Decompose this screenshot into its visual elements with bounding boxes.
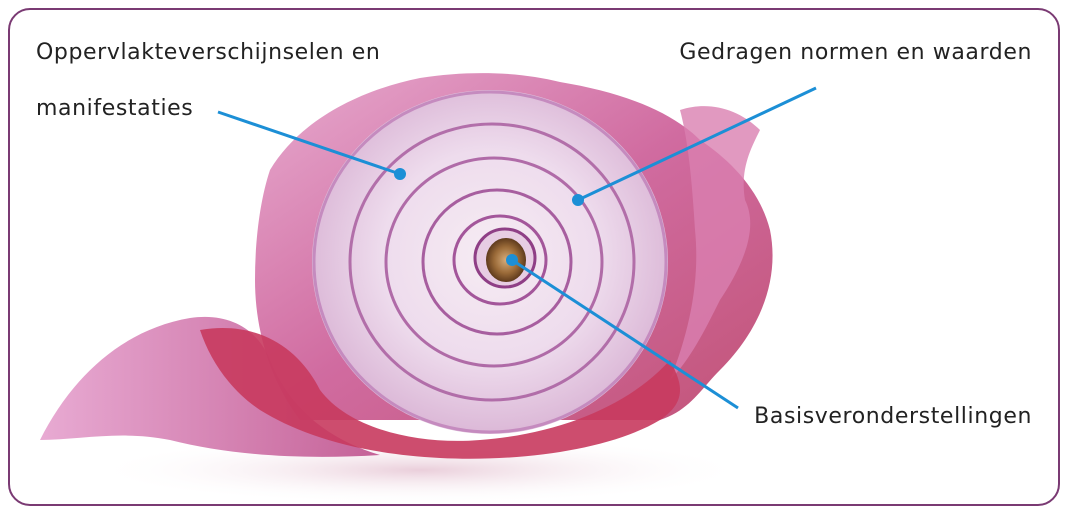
pointer-norms <box>572 86 817 206</box>
outer-skin-bottom <box>200 328 680 459</box>
label-norms: Gedragen normen en waarden <box>679 40 1032 65</box>
onion-ring-2 <box>384 156 604 368</box>
label-surface-line1: Oppervlakteverschijnselen en <box>36 40 381 65</box>
outer-skin-right <box>670 106 760 380</box>
onion-ring-outer <box>312 90 668 434</box>
onion-ring-1 <box>348 122 636 402</box>
pointer-basic <box>506 254 739 410</box>
onion-ring-3 <box>421 188 573 336</box>
onion-ring-4 <box>452 214 548 306</box>
label-basic-assumptions: Basisveronderstellingen <box>754 404 1032 429</box>
pointer-surface <box>217 110 406 180</box>
label-surface-line2: manifestaties <box>36 96 194 121</box>
